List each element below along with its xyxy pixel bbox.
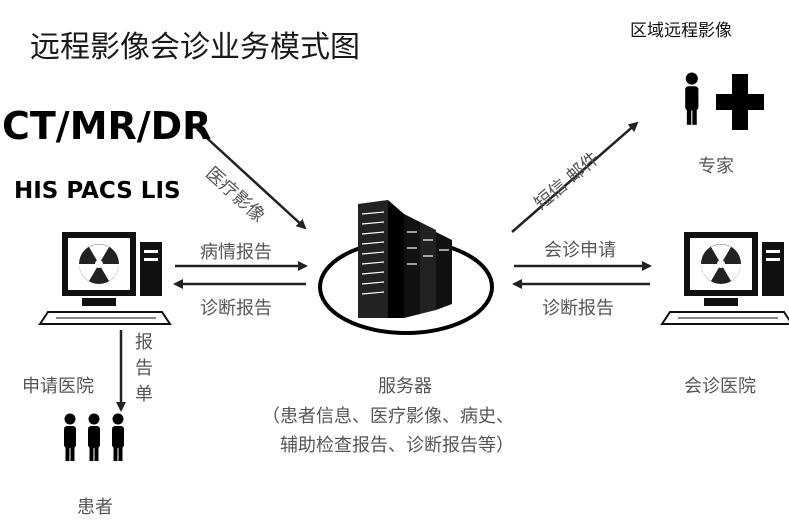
server-icon — [318, 200, 494, 335]
diag-report-right-label: 诊断报告 — [542, 298, 614, 319]
requesting-hospital-label: 申请医院 — [22, 376, 94, 397]
consulting-hospital-computer-icon — [661, 231, 789, 325]
server-detail-line2: 辅助检查报告、诊断报告等） — [280, 435, 514, 456]
expert-person-icon — [685, 72, 699, 125]
patients-label: 患者 — [77, 497, 113, 518]
requesting-hospital-computer-icon — [39, 231, 171, 325]
case-report-label: 病情报告 — [200, 242, 272, 263]
sms-mail-arrow — [511, 121, 639, 233]
images-arrow — [196, 128, 307, 230]
diag-report-left-label: 诊断报告 — [200, 298, 272, 319]
consulting-hospital-label: 会诊医院 — [684, 376, 756, 397]
modalities-label: CT/MR/DR — [2, 104, 212, 148]
consult-request-label: 会诊申请 — [544, 240, 616, 261]
medical-cross-icon — [716, 74, 764, 130]
report-sheet-label: 报告单 — [135, 332, 153, 405]
server-detail-line1: （患者信息、医疗影像、病史、 — [262, 406, 514, 427]
patients-icon — [64, 413, 124, 461]
experts-label: 专家 — [698, 156, 734, 177]
page-title: 远程影像会诊业务模式图 — [30, 30, 360, 65]
systems-label: HIS PACS LIS — [14, 178, 181, 204]
server-label: 服务器 — [378, 376, 432, 397]
corner-title: 区域远程影像 — [630, 21, 732, 41]
